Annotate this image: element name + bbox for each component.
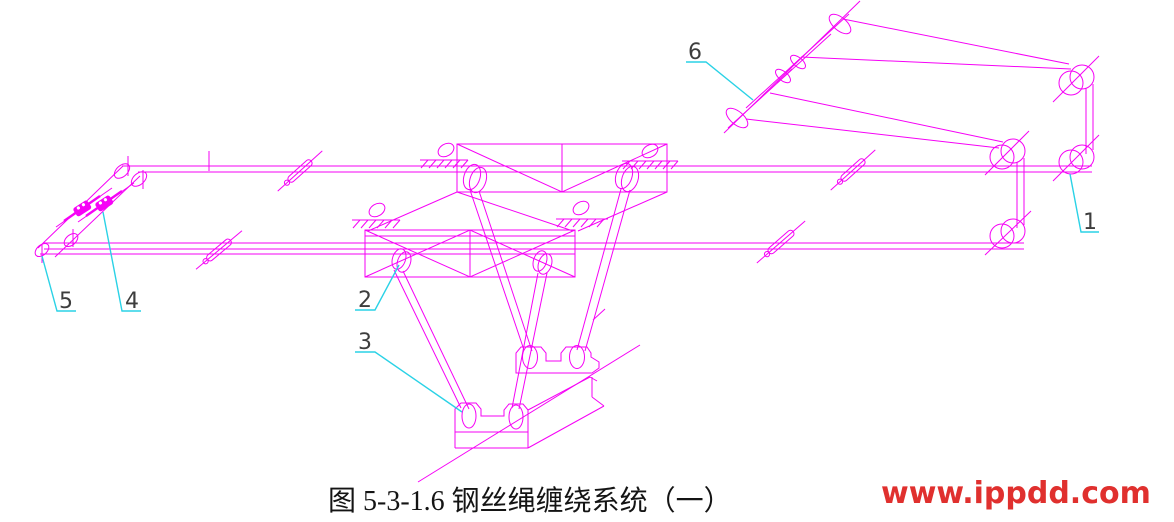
callout-3: 3 [355, 330, 463, 413]
hoist-rope-falls [393, 188, 631, 410]
trolley-upper-frame [367, 143, 668, 232]
callout-6: 6 [686, 40, 754, 101]
callout-4-number: 4 [125, 289, 139, 314]
callout-6-number: 6 [688, 40, 702, 65]
boom-rope-lines [40, 151, 1092, 263]
callout-4: 4 [102, 211, 141, 314]
hoist-drum [723, 0, 1072, 149]
callout-5: 5 [41, 255, 76, 314]
watermark-text: www.ippdd.com [881, 476, 1151, 511]
rope-tension-symbols [195, 149, 876, 270]
rope-anchors [352, 142, 679, 229]
figure-caption: 图 5-3-1.6 钢丝绳缠绕系统（一） [328, 486, 732, 517]
rope-clamps [55, 182, 135, 228]
boom-head-pulleys [984, 55, 1100, 256]
callout-5-number: 5 [59, 289, 73, 314]
callout-1-number: 1 [1083, 210, 1097, 235]
callout-1: 1 [1069, 173, 1099, 235]
callout-2-number: 2 [358, 288, 372, 313]
axis-line [417, 344, 641, 483]
callout-2: 2 [355, 264, 400, 313]
callout-3-number: 3 [358, 330, 372, 355]
hook-upper-sheave-block [515, 345, 600, 374]
hook-lower-block [454, 376, 605, 449]
trolley-lower-frame [364, 229, 576, 278]
boom-left-end [34, 163, 148, 258]
